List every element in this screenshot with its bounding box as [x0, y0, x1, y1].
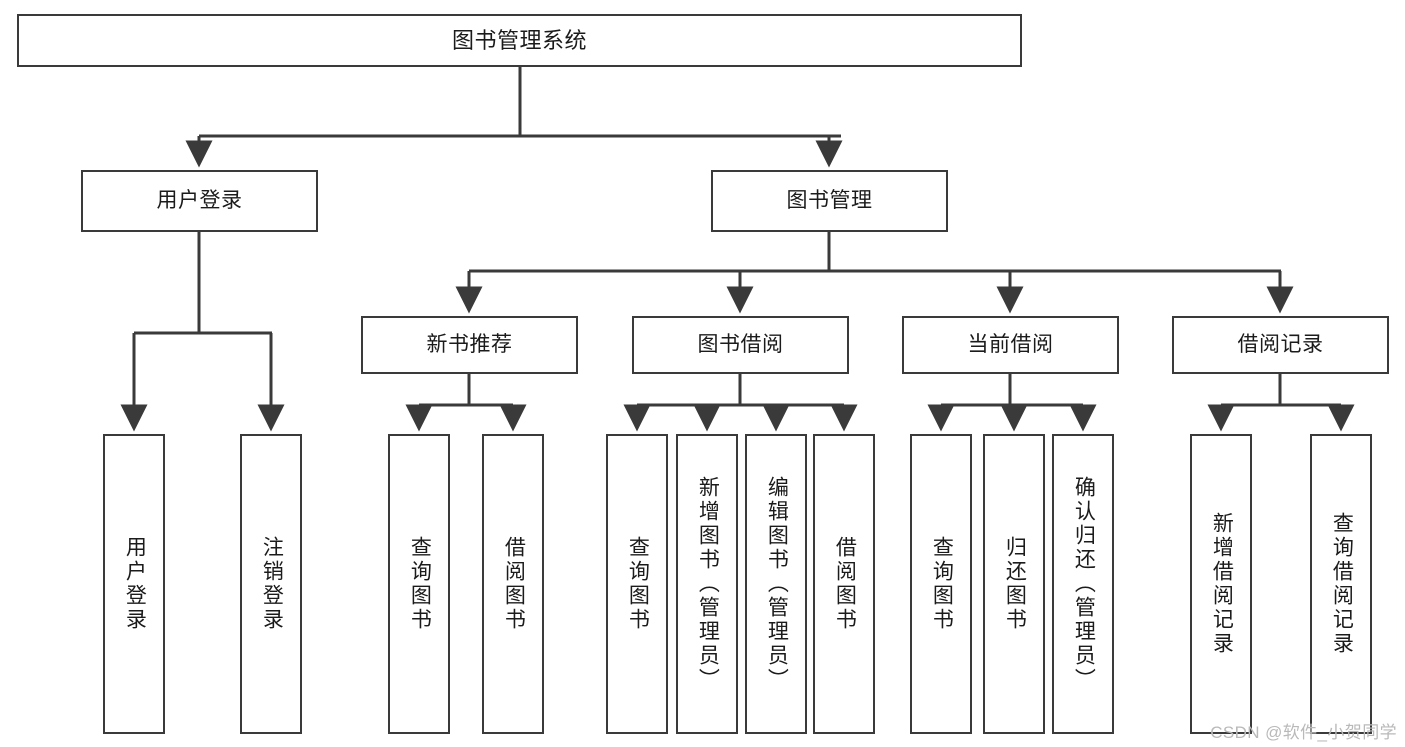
node-leaf-query-book-borrow-label: 查询图书: [626, 536, 650, 632]
node-leaf-add-record[interactable]: 新增借阅记录: [1190, 434, 1252, 734]
node-leaf-add-record-label: 新增借阅记录: [1210, 512, 1234, 656]
node-book-manage[interactable]: 图书管理: [711, 170, 948, 232]
node-borrow-record[interactable]: 借阅记录: [1172, 316, 1389, 374]
node-leaf-return-book-label: 归还图书: [1003, 536, 1027, 632]
node-root[interactable]: 图书管理系统: [17, 14, 1022, 67]
node-leaf-edit-book-label: 编辑图书（管理员）: [765, 476, 789, 692]
node-new-book-recommend[interactable]: 新书推荐: [361, 316, 578, 374]
node-leaf-query-book-rec[interactable]: 查询图书: [388, 434, 450, 734]
csdn-watermark: CSDN @软件_小贺同学: [1210, 723, 1397, 742]
node-leaf-query-book-cur-label: 查询图书: [930, 536, 954, 632]
node-leaf-user-login-label: 用户登录: [123, 536, 147, 632]
node-leaf-borrow-book-rec-label: 借阅图书: [502, 536, 526, 632]
node-current-borrow[interactable]: 当前借阅: [902, 316, 1119, 374]
node-leaf-query-book-rec-label: 查询图书: [408, 536, 432, 632]
node-leaf-query-record[interactable]: 查询借阅记录: [1310, 434, 1372, 734]
node-leaf-user-logout-label: 注销登录: [260, 536, 284, 632]
node-leaf-return-book[interactable]: 归还图书: [983, 434, 1045, 734]
node-leaf-add-book-label: 新增图书（管理员）: [696, 476, 720, 692]
node-leaf-query-book-cur[interactable]: 查询图书: [910, 434, 972, 734]
node-book-manage-label: 图书管理: [786, 188, 873, 212]
node-leaf-query-record-label: 查询借阅记录: [1330, 512, 1354, 656]
node-leaf-add-book[interactable]: 新增图书（管理员）: [676, 434, 738, 734]
node-leaf-edit-book[interactable]: 编辑图书（管理员）: [745, 434, 807, 734]
node-user-login-label: 用户登录: [156, 188, 243, 212]
node-root-label: 图书管理系统: [451, 27, 587, 53]
node-leaf-borrow-book-label: 借阅图书: [833, 536, 857, 632]
node-book-borrow[interactable]: 图书借阅: [632, 316, 849, 374]
node-leaf-borrow-book[interactable]: 借阅图书: [813, 434, 875, 734]
node-leaf-query-book-borrow[interactable]: 查询图书: [606, 434, 668, 734]
node-leaf-borrow-book-rec[interactable]: 借阅图书: [482, 434, 544, 734]
node-leaf-confirm-return[interactable]: 确认归还（管理员）: [1052, 434, 1114, 734]
node-borrow-record-label: 借阅记录: [1237, 332, 1324, 356]
node-book-borrow-label: 图书借阅: [697, 332, 784, 356]
node-leaf-user-login[interactable]: 用户登录: [103, 434, 165, 734]
node-user-login[interactable]: 用户登录: [81, 170, 318, 232]
node-new-book-recommend-label: 新书推荐: [426, 332, 513, 356]
node-leaf-user-logout[interactable]: 注销登录: [240, 434, 302, 734]
node-current-borrow-label: 当前借阅: [967, 332, 1054, 356]
node-leaf-confirm-return-label: 确认归还（管理员）: [1072, 476, 1096, 692]
